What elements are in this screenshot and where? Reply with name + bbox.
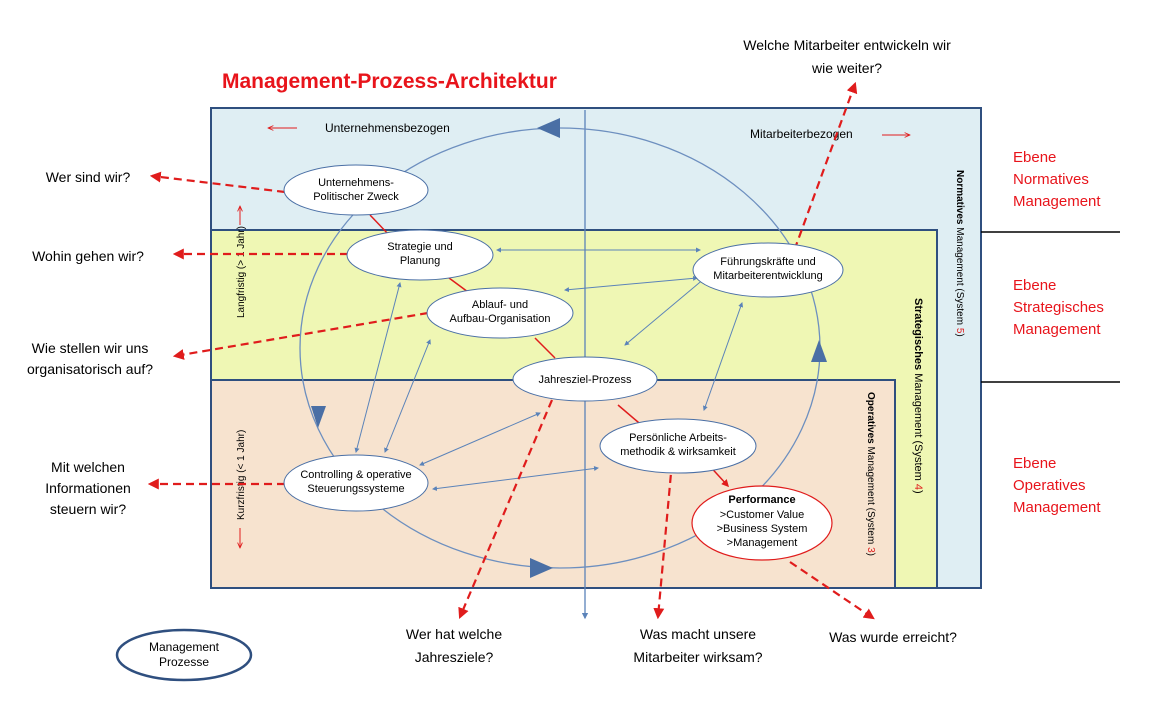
- svg-text:Jahresziele?: Jahresziele?: [415, 649, 494, 665]
- svg-text:Mit welchen: Mit welchen: [51, 459, 125, 475]
- svg-text:Management: Management: [1013, 499, 1101, 516]
- svg-text:Wie stellen wir uns: Wie stellen wir uns: [32, 340, 149, 356]
- cycle-arrowhead-right: [811, 340, 827, 362]
- svg-text:Führungskräfte und: Führungskräfte und: [720, 256, 815, 268]
- svg-text:Ablauf- und: Ablauf- und: [472, 299, 528, 311]
- node-ablauf[interactable]: Ablauf- und Aufbau-Organisation: [426, 287, 574, 339]
- svg-text:Strategie und: Strategie und: [387, 241, 452, 253]
- question-mitarbeiter-entwickeln: Welche Mitarbeiter entwickeln wir wie we…: [743, 37, 951, 76]
- svg-text:Prozesse: Prozesse: [159, 655, 209, 669]
- company-related-label: Unternehmensbezogen: [325, 121, 450, 135]
- level-normative-label: Ebene Normatives Management: [1013, 149, 1101, 210]
- svg-text:Ebene: Ebene: [1013, 455, 1056, 472]
- node-controlling[interactable]: Controlling & operative Steuerungssystem…: [283, 454, 429, 512]
- svg-text:Was macht unsere: Was macht unsere: [640, 626, 756, 642]
- question-arrows: [147, 81, 875, 620]
- question-wirksam: Was macht unsere Mitarbeiter wirksam?: [633, 626, 762, 665]
- svg-text:Normatives: Normatives: [1013, 171, 1089, 188]
- blue-connectors: [354, 247, 744, 491]
- question-wer-sind-wir: Wer sind wir?: [46, 169, 131, 185]
- level-strategic-label: Ebene Strategisches Management: [1013, 277, 1104, 338]
- svg-text:Aufbau-Organisation: Aufbau-Organisation: [450, 313, 551, 325]
- question-informationen: Mit welchen Informationen steuern wir?: [45, 459, 131, 517]
- node-fuehrung[interactable]: Führungskräfte und Mitarbeiterentwicklun…: [692, 242, 844, 298]
- node-jahresziel[interactable]: Jahresziel-Prozess: [512, 356, 658, 402]
- svg-text:Management: Management: [149, 640, 220, 654]
- question-jahresziele: Wer hat welche Jahresziele?: [406, 626, 502, 665]
- svg-text:Informationen: Informationen: [45, 480, 131, 496]
- svg-text:Persönliche Arbeits-: Persönliche Arbeits-: [629, 432, 727, 444]
- svg-text:Jahresziel-Prozess: Jahresziel-Prozess: [539, 374, 632, 386]
- node-strategie[interactable]: Strategie und Planung: [346, 229, 494, 281]
- strategic-bar-label: Strategisches Management (System 4): [912, 298, 924, 494]
- node-arbeitsmethodik[interactable]: Persönliche Arbeits- methodik & wirksamk…: [599, 418, 757, 474]
- diagram-title: Management-Prozess-Architektur: [222, 70, 557, 93]
- svg-text:Steuerungssysteme: Steuerungssysteme: [307, 483, 404, 495]
- normative-bar-label: Normatives Management (System 5): [954, 170, 965, 337]
- svg-text:Ebene: Ebene: [1013, 277, 1056, 294]
- cycle-arrowhead-left: [311, 406, 326, 428]
- question-organisatorisch: Wie stellen wir uns organisatorisch auf?: [27, 340, 153, 377]
- svg-text:Operatives: Operatives: [1013, 477, 1086, 494]
- employee-related-label: Mitarbeiterbezogen: [750, 127, 853, 141]
- question-wohin: Wohin gehen wir?: [32, 248, 144, 264]
- svg-text:Welche Mitarbeiter entwickeln: Welche Mitarbeiter entwickeln wir: [743, 37, 951, 53]
- svg-text:organisatorisch auf?: organisatorisch auf?: [27, 361, 153, 377]
- cycle-arrowhead-top: [537, 118, 560, 138]
- svg-text:>Customer Value: >Customer Value: [720, 509, 804, 521]
- legend-management-prozesse: Management Prozesse: [115, 628, 253, 682]
- svg-text:Management: Management: [1013, 321, 1101, 338]
- svg-text:Mitarbeiter wirksam?: Mitarbeiter wirksam?: [633, 649, 762, 665]
- svg-text:Management: Management: [1013, 193, 1101, 210]
- operative-bar-label: Operatives Management (System 3): [865, 392, 876, 556]
- svg-text:Wer hat welche: Wer hat welche: [406, 626, 502, 642]
- svg-text:Strategisches: Strategisches: [1013, 299, 1104, 316]
- svg-text:Controlling & operative: Controlling & operative: [300, 469, 411, 481]
- svg-text:>Business System: >Business System: [717, 523, 808, 535]
- svg-text:Mitarbeiterentwicklung: Mitarbeiterentwicklung: [713, 270, 822, 282]
- svg-text:Politischer Zweck: Politischer Zweck: [313, 191, 399, 203]
- svg-text:Planung: Planung: [400, 255, 440, 267]
- svg-text:Ebene: Ebene: [1013, 149, 1056, 166]
- node-performance[interactable]: Performance >Customer Value >Business Sy…: [691, 485, 833, 561]
- short-term-label: Kurzfristig (< 1 Jahr): [236, 430, 247, 520]
- question-erreicht: Was wurde erreicht?: [829, 629, 957, 645]
- cycle-arrowhead-bottom: [530, 558, 553, 578]
- node-zweck[interactable]: Unternehmens- Politischer Zweck: [283, 164, 429, 216]
- svg-text:>Management: >Management: [727, 537, 798, 549]
- svg-text:Performance: Performance: [728, 494, 795, 506]
- svg-text:wie weiter?: wie weiter?: [811, 60, 882, 76]
- level-operative-label: Ebene Operatives Management: [1013, 455, 1101, 516]
- svg-text:methodik & wirksamkeit: methodik & wirksamkeit: [620, 446, 736, 458]
- long-term-label: Langfristig (> 1 Jahr): [236, 226, 247, 318]
- svg-text:Unternehmens-: Unternehmens-: [318, 177, 394, 189]
- svg-text:steuern wir?: steuern wir?: [50, 501, 126, 517]
